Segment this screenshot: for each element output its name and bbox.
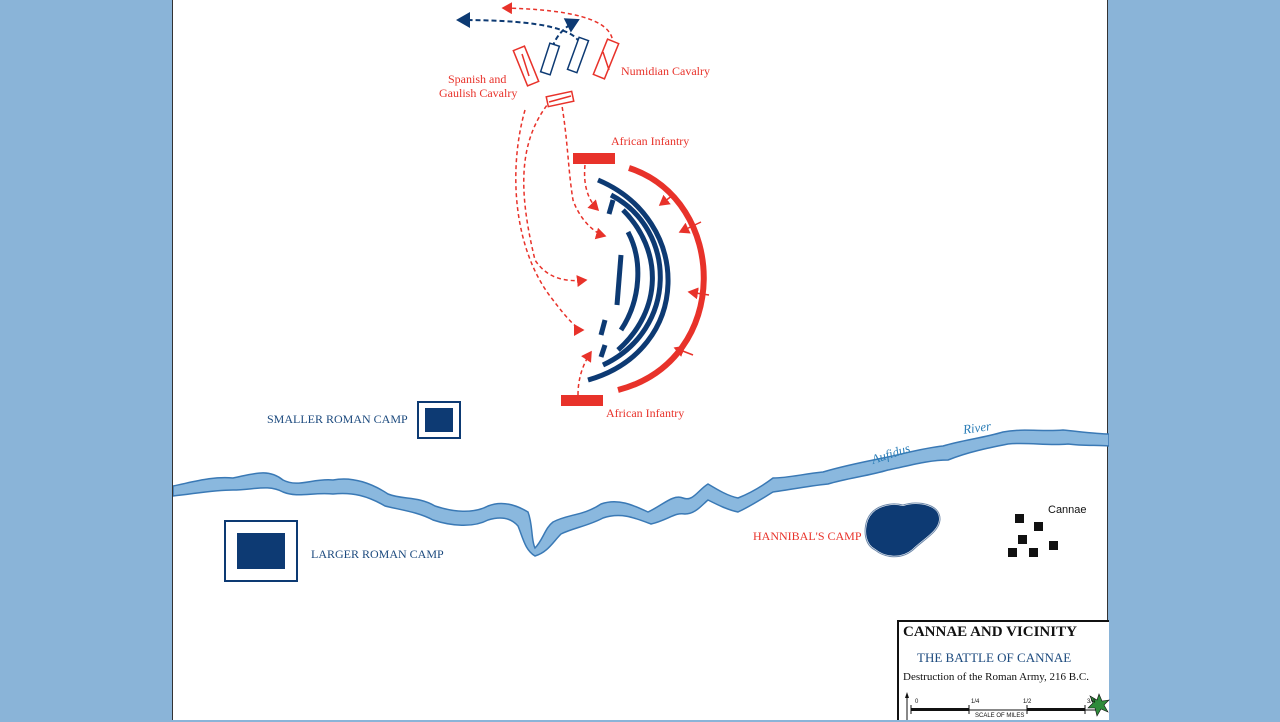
- carthaginian-arc: [617, 165, 707, 393]
- african-infantry-block-bottom: [561, 395, 603, 406]
- aufidus-river: [173, 429, 1109, 557]
- compass-star-icon: [1087, 693, 1110, 717]
- carthaginian-push-arrows: [658, 194, 710, 357]
- larger-roman-camp-inner: [237, 533, 285, 569]
- legend-subtitle: THE BATTLE OF CANNAE: [917, 650, 1072, 665]
- map-graphics: [173, 2, 1109, 582]
- scale-tick-1: 1/4: [971, 699, 980, 705]
- label-larger-roman-camp: LARGER ROMAN CAMP: [311, 547, 444, 561]
- map-legend: CANNAE AND VICINITY THE BATTLE OF CANNAE…: [897, 620, 1110, 720]
- smaller-roman-camp-inner: [425, 408, 453, 432]
- carthaginian-movement-arrows: [501, 2, 614, 396]
- label-hannibals-camp: HANNIBAL'S CAMP: [753, 529, 862, 543]
- african-infantry-block-top: [573, 153, 615, 164]
- label-numidian-cavalry: Numidian Cavalry: [621, 64, 710, 78]
- label-spanish-cavalry-line1: Spanish and: [448, 72, 507, 86]
- scale-label: SCALE OF MILES: [975, 713, 1025, 719]
- scale-tick-0: 0: [915, 699, 919, 705]
- label-smaller-roman-camp: SMALLER ROMAN CAMP: [267, 412, 408, 426]
- label-spanish-cavalry-line2: Gaulish Cavalry: [439, 86, 518, 100]
- legend-title: CANNAE AND VICINITY: [903, 624, 1077, 640]
- scale-bar: [905, 692, 1110, 720]
- label-african-infantry-top: African Infantry: [611, 134, 690, 148]
- hannibals-camp: [864, 501, 942, 558]
- scale-tick-3: 3/4: [1087, 699, 1096, 705]
- cavalry-units: [512, 36, 620, 108]
- label-cannae: Cannae: [1048, 504, 1087, 516]
- battle-map: Numidian Cavalry Spanish and Gaulish Cav…: [172, 0, 1110, 720]
- cannae-town: [1008, 514, 1058, 557]
- roman-army-lines: [587, 177, 671, 383]
- scale-tick-2: 1/2: [1023, 699, 1032, 705]
- legend-caption: Destruction of the Roman Army, 216 B.C.: [903, 671, 1089, 683]
- label-african-infantry-bottom: African Infantry: [606, 406, 685, 420]
